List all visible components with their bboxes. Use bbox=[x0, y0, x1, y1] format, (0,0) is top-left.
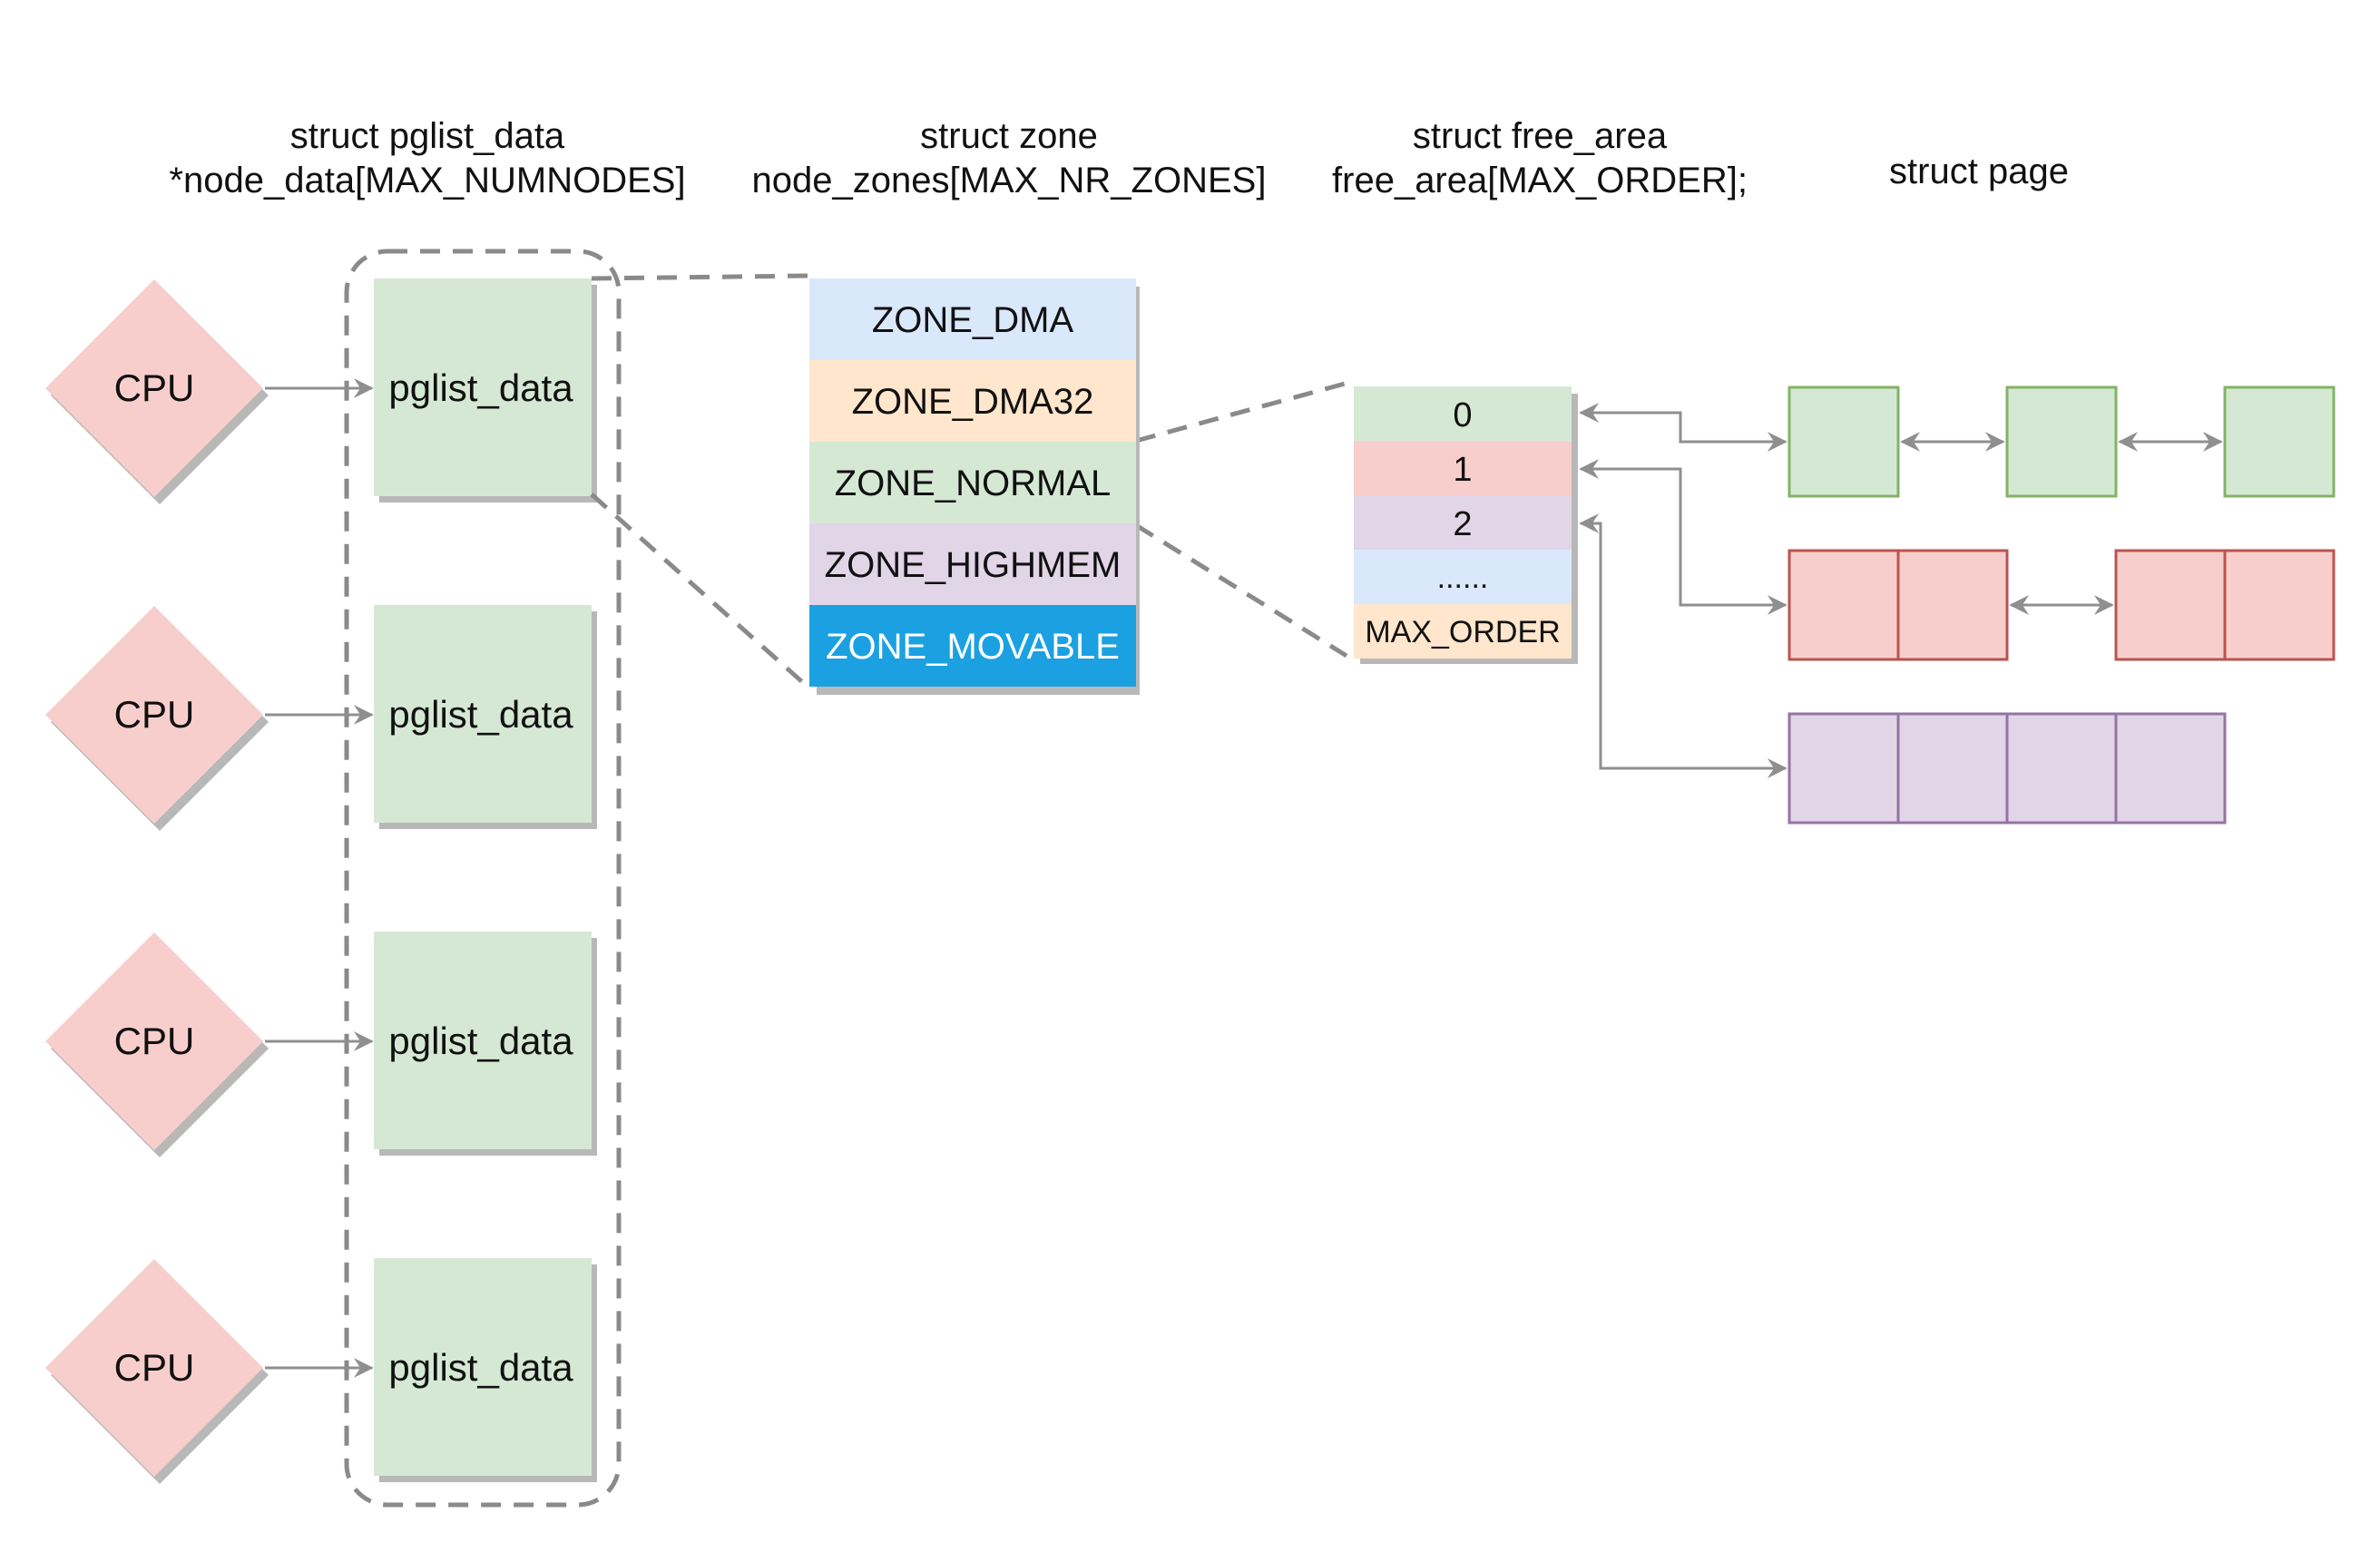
zone-label-1: ZONE_DMA32 bbox=[852, 382, 1094, 422]
pglist-label: pglist_data bbox=[388, 693, 573, 736]
page-frame bbox=[1896, 549, 2009, 661]
zone-label-2: ZONE_NORMAL bbox=[835, 464, 1112, 503]
page-lists bbox=[1787, 386, 2336, 825]
zoom-line-zone-top bbox=[1135, 381, 1346, 444]
free-area-cell-0[interactable] bbox=[1354, 386, 1572, 441]
pglist-box[interactable] bbox=[374, 605, 592, 823]
cpu-diamond[interactable] bbox=[45, 279, 263, 497]
page-frame bbox=[2005, 386, 2118, 498]
pglist-label: pglist_data bbox=[388, 366, 573, 409]
zone-label-0: ZONE_DMA bbox=[872, 300, 1074, 340]
free-area-label-1: 1 bbox=[1453, 451, 1472, 489]
page-frame bbox=[1787, 549, 1900, 661]
page-frame bbox=[1896, 712, 2009, 825]
headers: struct pglist_data *node_data[MAX_NUMNOD… bbox=[169, 116, 2069, 200]
order-2-connector bbox=[1579, 513, 1787, 778]
cpu-label: CPU bbox=[114, 1346, 195, 1389]
page-frame bbox=[2223, 549, 2336, 661]
node-0: CPU pglist_data bbox=[45, 278, 597, 504]
zone-cell-4[interactable] bbox=[809, 605, 1136, 687]
zone-cell-1[interactable] bbox=[809, 360, 1136, 442]
free-area-cell-3[interactable] bbox=[1354, 550, 1572, 604]
header-free-area-line1: struct free_area bbox=[1413, 116, 1668, 156]
cpu-diamond[interactable] bbox=[45, 606, 263, 824]
zoom-line-pglist-bottom bbox=[590, 493, 809, 688]
zoom-line-pglist-top bbox=[591, 273, 810, 281]
zone-cell-0[interactable] bbox=[809, 278, 1136, 360]
pglist-box[interactable] bbox=[374, 1258, 592, 1476]
pglist-box[interactable] bbox=[374, 932, 592, 1149]
page-frame bbox=[2005, 712, 2118, 825]
page-frame bbox=[2114, 549, 2227, 661]
zone-cell-3[interactable] bbox=[809, 523, 1136, 605]
page-list-order-0 bbox=[1787, 386, 2336, 498]
page-frame bbox=[1787, 712, 1900, 825]
free-area-label-0: 0 bbox=[1453, 396, 1472, 434]
order-connectors bbox=[1579, 403, 1787, 778]
free-area-cell-1[interactable] bbox=[1354, 441, 1572, 495]
free-area-cell-2[interactable] bbox=[1354, 495, 1572, 550]
pglist-label: pglist_data bbox=[388, 1020, 573, 1062]
page-frame bbox=[2223, 386, 2336, 498]
page-list-order-2 bbox=[1787, 712, 2227, 825]
pglist-label: pglist_data bbox=[388, 1346, 573, 1389]
cpu-label: CPU bbox=[114, 1020, 195, 1062]
cpu-label: CPU bbox=[114, 366, 195, 409]
zone-label-3: ZONE_HIGHMEM bbox=[825, 545, 1121, 585]
node-3: CPU pglist_data bbox=[45, 1258, 597, 1484]
header-free-area-line2: free_area[MAX_ORDER]; bbox=[1332, 161, 1748, 200]
header-zone-line2: node_zones[MAX_NR_ZONES] bbox=[752, 161, 1267, 200]
order-1-connector bbox=[1579, 459, 1787, 615]
cpu-diamond[interactable] bbox=[45, 1259, 263, 1477]
zoom-lines bbox=[590, 273, 1348, 688]
pglist-box[interactable] bbox=[374, 278, 592, 496]
cpu-diamond[interactable] bbox=[45, 932, 263, 1150]
header-page: struct page bbox=[1889, 151, 2069, 191]
free-area-table: 0 1 2...... MAX_ORDER bbox=[1354, 386, 1572, 659]
cpu-label: CPU bbox=[114, 693, 195, 736]
page-frame bbox=[1787, 386, 1900, 498]
node-2: CPU pglist_data bbox=[45, 932, 597, 1157]
header-zone-line1: struct zone bbox=[920, 116, 1098, 156]
page-frame bbox=[2114, 712, 2227, 825]
free-area-cell-4[interactable] bbox=[1354, 604, 1572, 659]
free-area-label-4: MAX_ORDER bbox=[1365, 615, 1560, 649]
free-area-label-2: 2 bbox=[1453, 505, 1472, 543]
node-1: CPU pglist_data bbox=[45, 605, 597, 831]
zone-label-4: ZONE_MOVABLE bbox=[826, 627, 1120, 667]
order-0-connector bbox=[1579, 403, 1787, 452]
node-data-array-border bbox=[344, 249, 622, 1508]
zoom-line-zone-bottom bbox=[1134, 522, 1348, 659]
header-pglist-line1: struct pglist_data bbox=[290, 116, 565, 156]
header-pglist-line2: *node_data[MAX_NUMNODES] bbox=[169, 161, 685, 200]
page-list-order-1 bbox=[1787, 549, 2336, 661]
free-area-label-3: ...... bbox=[1437, 561, 1489, 595]
zone-cell-2[interactable] bbox=[809, 442, 1136, 523]
